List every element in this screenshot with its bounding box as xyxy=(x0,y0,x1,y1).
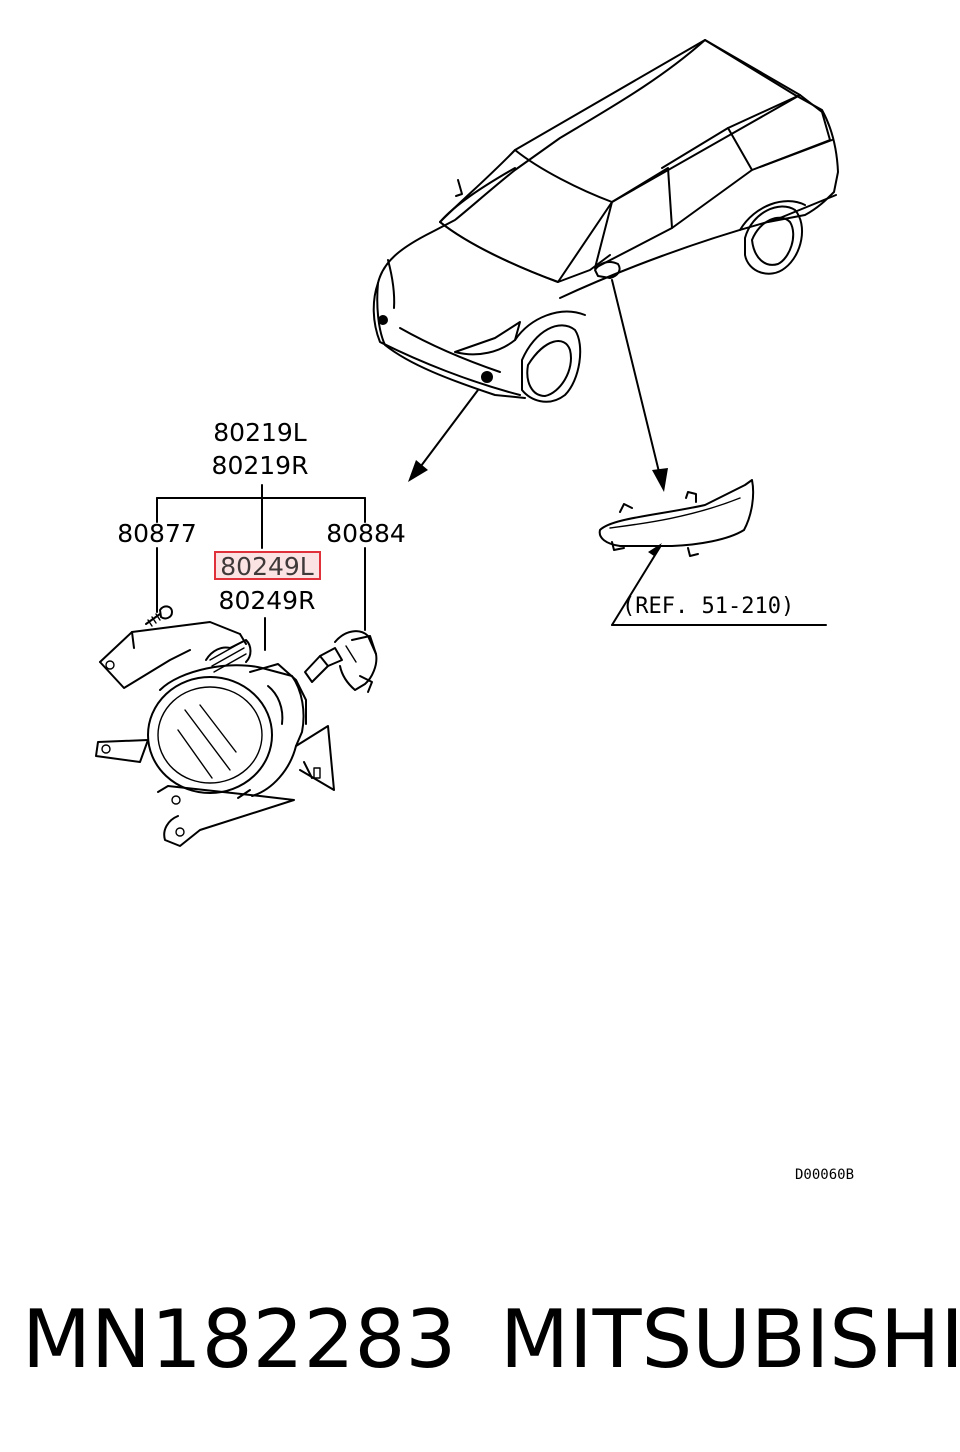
bumper-garnish-illustration xyxy=(598,479,827,626)
pointer-arrows xyxy=(408,279,668,492)
callout-lamp-left[interactable]: 80249L xyxy=(220,552,314,581)
drawing-code: D00060B xyxy=(795,1167,854,1183)
bulb-icon xyxy=(304,630,378,693)
callout-bulb: 80884 xyxy=(326,519,406,548)
callout-leaders xyxy=(156,484,366,651)
callout-lamp-right: 80249R xyxy=(219,586,316,615)
vehicle-illustration xyxy=(372,39,839,403)
fog-lamp-assembly xyxy=(95,621,335,847)
part-number: MN182283 xyxy=(22,1293,457,1386)
callout-assembly-left: 80219L xyxy=(213,418,307,447)
screw-icon xyxy=(145,605,173,627)
reference-label: (REF. 51-210) xyxy=(622,594,794,619)
highlight-box xyxy=(214,551,321,580)
brand-name: MITSUBISHI xyxy=(500,1293,960,1386)
callout-assembly-right: 80219R xyxy=(212,451,309,480)
callout-screw: 80877 xyxy=(117,519,197,548)
